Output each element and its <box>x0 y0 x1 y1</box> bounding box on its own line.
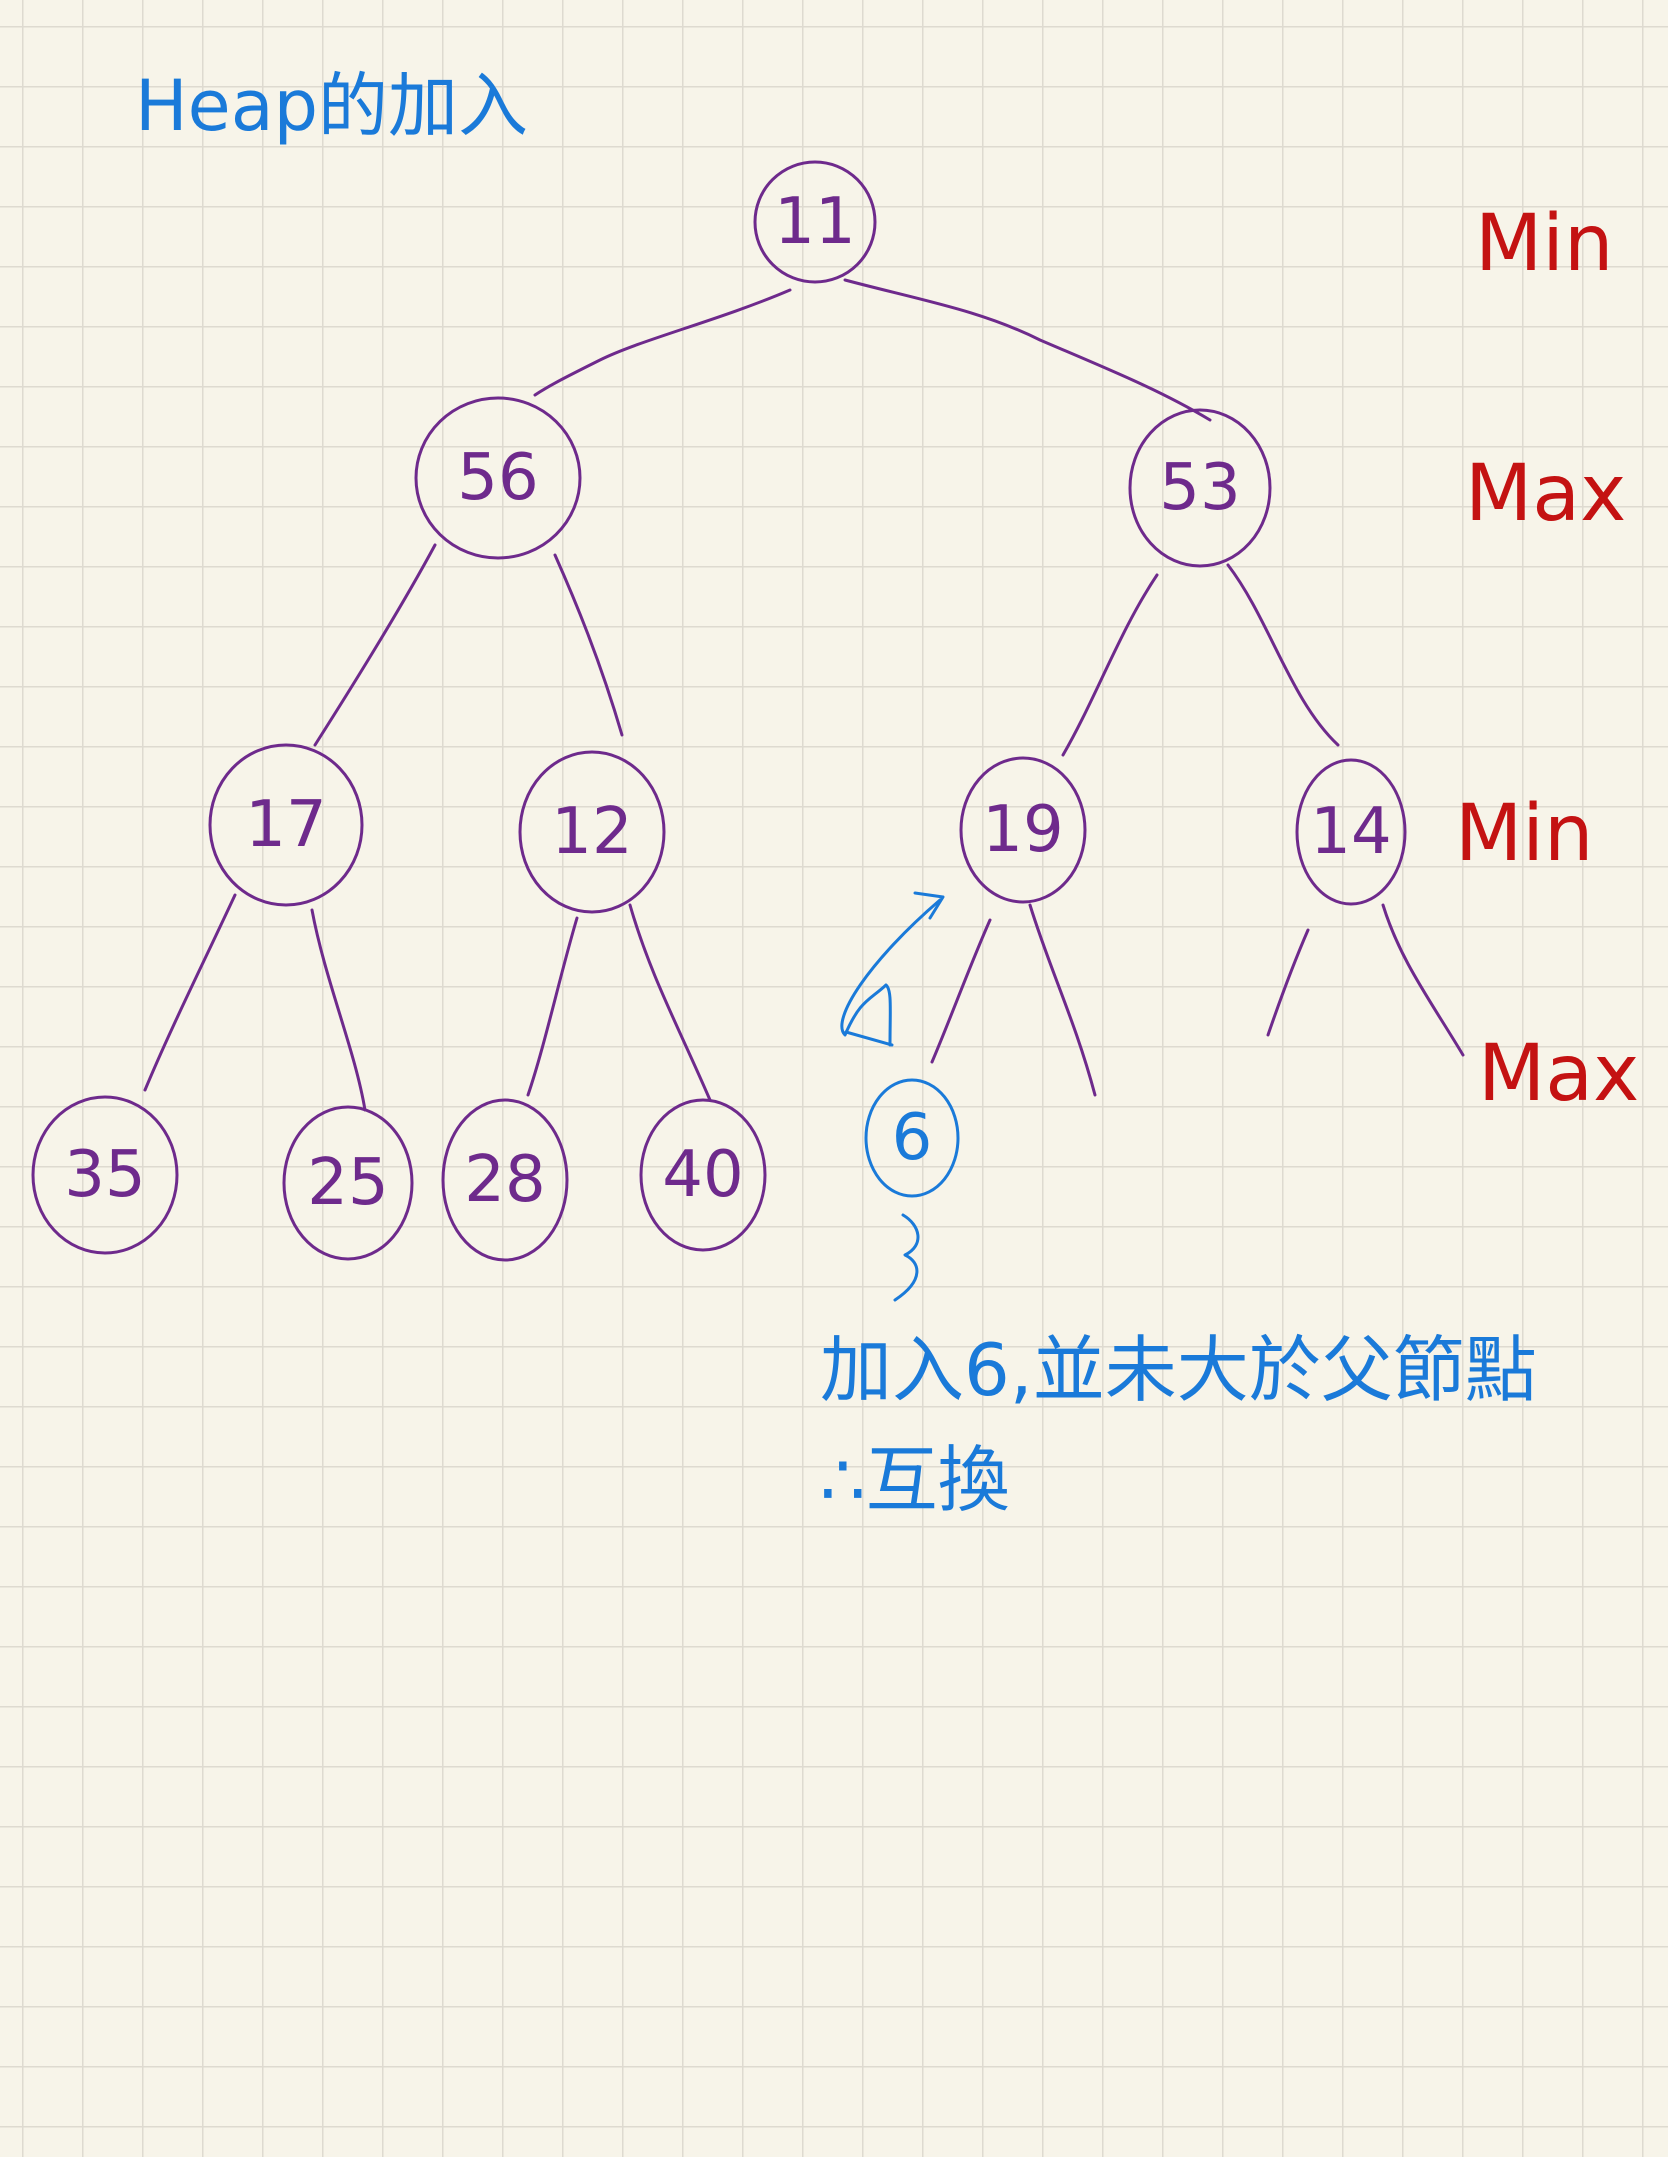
node-value: 28 <box>464 1143 545 1217</box>
annotation-line-1: 加入6,並未大於父節點 <box>820 1328 1537 1412</box>
heap-node-root: 11 <box>753 160 877 284</box>
annotation-line-2: ∴互換 <box>820 1438 1010 1522</box>
level-label-3: Max <box>1478 1029 1639 1119</box>
new-node: 6 <box>864 1078 960 1198</box>
edge-12-40 <box>628 903 712 1102</box>
edge-17-25 <box>310 908 367 1112</box>
level-label-2: Min <box>1455 789 1593 879</box>
page-title: Heap的加入 <box>135 65 528 147</box>
node-value: 40 <box>662 1138 743 1212</box>
heap-node-14: 14 <box>1295 758 1407 906</box>
level-label-1: Max <box>1465 449 1626 539</box>
level-label-0: Min <box>1475 199 1613 289</box>
node-value: 56 <box>457 441 538 515</box>
heap-node-12: 12 <box>518 750 666 914</box>
edge-12-28 <box>526 916 579 1097</box>
heap-node-56: 56 <box>414 396 582 560</box>
heap-node-17: 17 <box>208 743 364 907</box>
tree-edges <box>143 278 1465 1112</box>
edge-17-35 <box>143 893 237 1092</box>
node-value: 12 <box>551 795 632 869</box>
edge-56-12 <box>553 553 624 737</box>
heap-node-28: 28 <box>441 1098 569 1262</box>
edge-14-left <box>1266 928 1310 1037</box>
heap-node-53: 53 <box>1128 408 1272 568</box>
node-value: 17 <box>245 788 326 862</box>
edge-19-right <box>1028 903 1097 1097</box>
heap-node-35: 35 <box>31 1095 179 1255</box>
edge-root-left <box>533 288 792 397</box>
node-value: 11 <box>774 185 855 259</box>
edge-53-19 <box>1061 573 1159 757</box>
edge-19-left <box>930 918 992 1064</box>
heap-node-40: 40 <box>639 1098 767 1252</box>
node-value: 35 <box>64 1138 145 1212</box>
edge-53-14 <box>1226 563 1340 747</box>
swap-arrow-icon <box>840 891 945 1047</box>
node-value: 25 <box>307 1146 388 1220</box>
edge-56-17 <box>313 543 437 747</box>
edge-root-right <box>843 278 1212 422</box>
heap-node-25: 25 <box>282 1105 414 1261</box>
edge-14-right <box>1381 903 1465 1057</box>
heap-node-19: 19 <box>959 756 1087 904</box>
squiggle-mark <box>893 1213 920 1302</box>
node-value: 53 <box>1159 451 1240 525</box>
new-node-value: 6 <box>892 1101 933 1175</box>
node-value: 14 <box>1310 795 1391 869</box>
node-value: 19 <box>982 793 1063 867</box>
